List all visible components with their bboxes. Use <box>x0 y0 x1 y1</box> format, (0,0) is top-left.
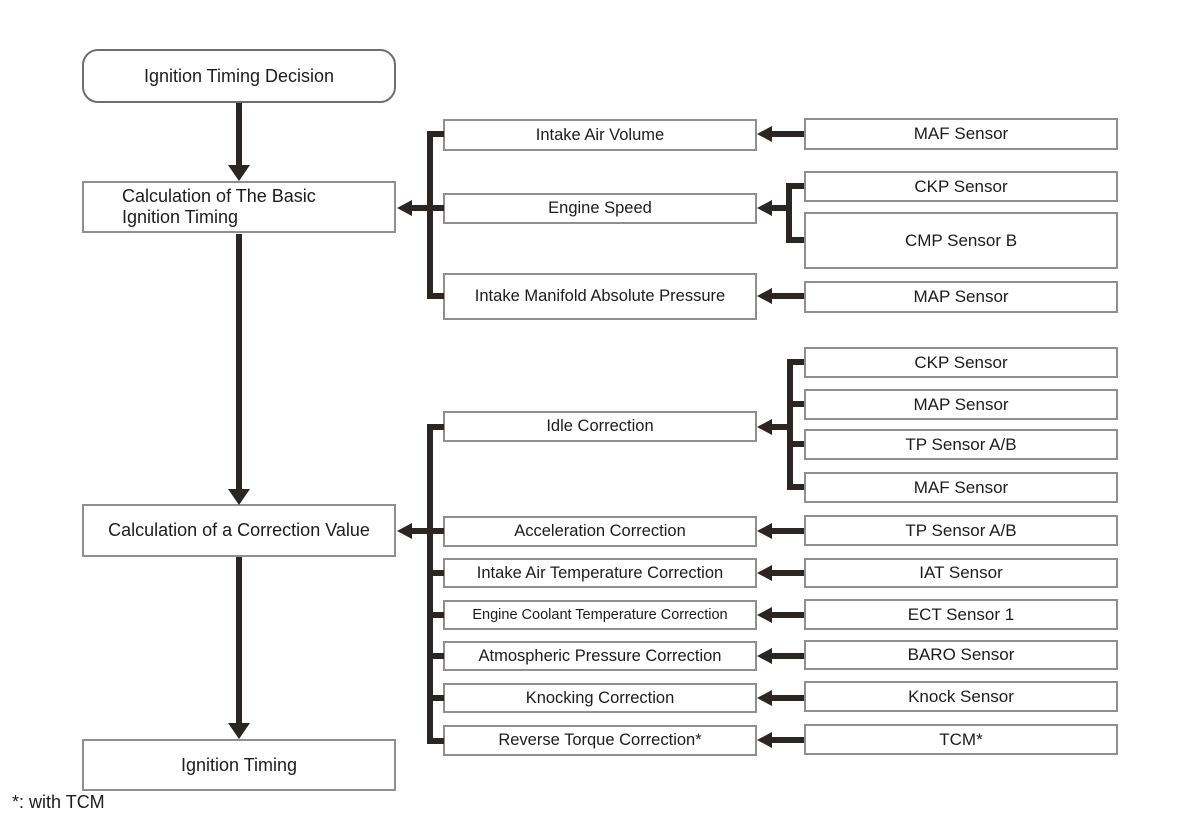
arrow-knock-shaft <box>772 695 804 701</box>
arrow-engine-speed-head <box>757 200 772 216</box>
stub-maf-sensor-2 <box>787 484 804 490</box>
stub-engine-coolant <box>427 612 444 618</box>
node-baro-sensor: BARO Sensor <box>804 640 1118 670</box>
arrow-decision-to-basic <box>236 103 242 165</box>
arrow-iat-shaft <box>772 570 804 576</box>
node-iat-sensor: IAT Sensor <box>804 558 1118 588</box>
arrow-engine-speed-shaft <box>772 205 792 211</box>
arrow-maf1-shaft <box>772 131 804 137</box>
footnote: *: with TCM <box>12 792 105 812</box>
node-tp-sensor-ab-1: TP Sensor A/B <box>804 429 1118 460</box>
node-knocking-correction: Knocking Correction <box>443 683 757 713</box>
node-engine-coolant-temperature-correction: Engine Coolant Temperature Correction <box>443 600 757 630</box>
arrow-maf1-head <box>757 126 772 142</box>
arrow-ect-head <box>757 607 772 623</box>
arrow-map1-shaft <box>772 293 804 299</box>
arrow-into-correction-head <box>397 523 412 539</box>
node-tcm: TCM* <box>804 724 1118 755</box>
stub-intake-air-volume <box>427 131 444 137</box>
node-intake-air-volume: Intake Air Volume <box>443 119 757 151</box>
stub-knocking <box>427 695 444 701</box>
stub-intake-manifold <box>427 293 444 299</box>
node-maf-sensor-1: MAF Sensor <box>804 118 1118 150</box>
stub-idle-correction <box>427 424 444 430</box>
node-ckp-sensor-1: CKP Sensor <box>804 171 1118 202</box>
bus-engine-speed-sensors <box>786 183 792 243</box>
arrow-tp2-shaft <box>772 528 804 534</box>
node-acceleration-correction: Acceleration Correction <box>443 516 757 547</box>
arrow-idle-head <box>757 419 772 435</box>
node-knock-sensor: Knock Sensor <box>804 681 1118 712</box>
stub-atmospheric <box>427 653 444 659</box>
node-reverse-torque-correction: Reverse Torque Correction* <box>443 725 757 756</box>
arrow-correction-to-timing-head <box>228 723 250 739</box>
node-tp-sensor-ab-2: TP Sensor A/B <box>804 515 1118 546</box>
node-ignition-timing-decision: Ignition Timing Decision <box>82 49 396 103</box>
stub-intake-air-temp <box>427 570 444 576</box>
arrow-idle-shaft <box>772 424 793 430</box>
node-calc-basic-ignition-timing: Calculation of The Basic Ignition Timing <box>82 181 396 233</box>
node-ckp-sensor-2: CKP Sensor <box>804 347 1118 378</box>
stub-tp-sensor-ab-1 <box>787 441 804 447</box>
arrow-ect-shaft <box>772 612 804 618</box>
node-cmp-sensor-b: CMP Sensor B <box>804 212 1118 269</box>
arrow-into-basic-head <box>397 200 412 216</box>
arrow-tcm-head <box>757 732 772 748</box>
node-intake-air-temperature-correction: Intake Air Temperature Correction <box>443 558 757 588</box>
stub-ckp-sensor-1 <box>786 183 804 189</box>
arrow-correction-to-timing <box>236 557 242 723</box>
node-ignition-timing: Ignition Timing <box>82 739 396 791</box>
bus-basic-inputs <box>427 131 433 299</box>
node-calc-correction-value: Calculation of a Correction Value <box>82 504 396 557</box>
node-atmospheric-pressure-correction: Atmospheric Pressure Correction <box>443 641 757 671</box>
node-ect-sensor-1: ECT Sensor 1 <box>804 599 1118 630</box>
arrow-decision-to-basic-head <box>228 165 250 181</box>
node-map-sensor-2: MAP Sensor <box>804 389 1118 420</box>
stub-map-sensor-2 <box>787 401 804 407</box>
node-maf-sensor-2: MAF Sensor <box>804 472 1118 503</box>
stub-ckp-sensor-2 <box>787 359 804 365</box>
bus-idle-sensors <box>787 359 793 490</box>
arrow-baro-head <box>757 648 772 664</box>
node-map-sensor-1: MAP Sensor <box>804 281 1118 313</box>
node-engine-speed: Engine Speed <box>443 193 757 224</box>
arrow-baro-shaft <box>772 653 804 659</box>
node-idle-correction: Idle Correction <box>443 411 757 442</box>
arrow-iat-head <box>757 565 772 581</box>
arrow-basic-to-correction-head <box>228 489 250 505</box>
node-intake-manifold-absolute-pressure: Intake Manifold Absolute Pressure <box>443 273 757 320</box>
arrow-basic-to-correction <box>236 234 242 489</box>
arrow-tcm-shaft <box>772 737 804 743</box>
stub-reverse-torque <box>427 738 444 744</box>
bus-correction-inputs <box>427 424 433 744</box>
arrow-tp2-head <box>757 523 772 539</box>
stub-cmp-sensor-b <box>786 237 804 243</box>
arrow-map1-head <box>757 288 772 304</box>
arrow-knock-head <box>757 690 772 706</box>
